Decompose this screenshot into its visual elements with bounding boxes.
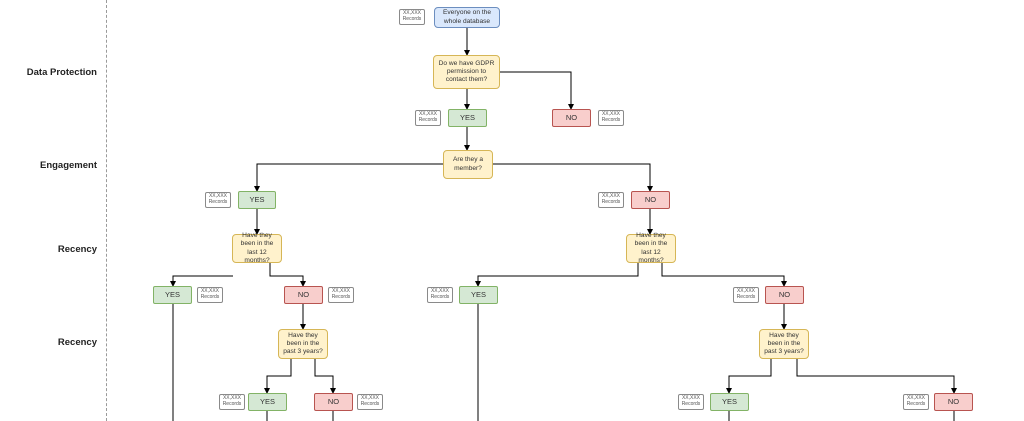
records-label: Records xyxy=(200,294,220,300)
records-count: XX,XXX xyxy=(736,288,756,295)
node-12m-right-no: NO xyxy=(765,286,804,304)
node-member-yes: YES xyxy=(238,191,276,209)
records-count: XX,XXX xyxy=(418,111,438,118)
records-count: XX,XXX xyxy=(601,111,621,118)
records-count: XX,XXX xyxy=(906,395,926,402)
records-count: XX,XXX xyxy=(331,288,351,295)
node-gdpr-no: NO xyxy=(552,109,591,127)
node-gdpr-question: Do we have GDPR permission to contact th… xyxy=(433,55,500,89)
node-12m-left-no: NO xyxy=(284,286,323,304)
records-label: Records xyxy=(736,294,756,300)
stage-label-engagement: Engagement xyxy=(39,160,97,171)
records-label: Records xyxy=(402,16,422,22)
connector-gdpr-to-no xyxy=(500,71,574,110)
records-label: Records xyxy=(681,401,701,407)
records-label: Records xyxy=(430,294,450,300)
connector-member-to-yes xyxy=(254,163,443,192)
node-gdpr-yes: YES xyxy=(448,109,487,127)
node-3y-right-yes: YES xyxy=(710,393,749,411)
records-label: Records xyxy=(601,117,621,123)
records-label: Records xyxy=(208,199,228,205)
connector-3y-right-to-yes xyxy=(726,359,772,394)
stage-divider xyxy=(106,0,107,421)
records-count: XX,XXX xyxy=(208,193,228,200)
node-12m-question-left: Have they been in the last 12 months? xyxy=(232,232,282,264)
records-count: XX,XXX xyxy=(601,193,621,200)
records-label: Records xyxy=(601,199,621,205)
node-3y-right-no: NO xyxy=(934,393,973,411)
records-count: XX,XXX xyxy=(402,10,422,17)
records-count: XX,XXX xyxy=(430,288,450,295)
node-3y-question-right: Have they been in the past 3 years? xyxy=(759,329,809,359)
node-12m-right-yes: YES xyxy=(459,286,498,304)
records-label: Records xyxy=(906,401,926,407)
connector-3y-left-to-no xyxy=(314,359,336,394)
records-count: XX,XXX xyxy=(681,395,701,402)
connector-3y-left-to-yes xyxy=(264,359,292,394)
node-3y-left-yes: YES xyxy=(248,393,287,411)
records-count: XX,XXX xyxy=(360,395,380,402)
connector-3y-right-to-no xyxy=(796,359,957,394)
connector-12m-left-to-yes xyxy=(170,275,233,287)
node-member-no: NO xyxy=(631,191,670,209)
records-label: Records xyxy=(222,401,242,407)
node-member-question: Are they a member? xyxy=(443,150,493,179)
connector-member-to-no xyxy=(493,163,653,192)
node-3y-question-left: Have they been in the past 3 years? xyxy=(278,329,328,359)
stage-label-recency-12-months: Recency xyxy=(57,244,97,255)
node-everyone: Everyone on the whole database xyxy=(434,7,500,28)
records-label: Records xyxy=(418,117,438,123)
records-label: Records xyxy=(360,401,380,407)
connector-12m-right-to-yes xyxy=(475,263,639,287)
node-12m-question-right: Have they been in the last 12 months? xyxy=(626,232,676,264)
records-count: XX,XXX xyxy=(222,395,242,402)
connector-12m-left-to-no xyxy=(269,263,306,287)
stage-label-recency-3-years: Recency xyxy=(57,337,97,348)
stage-label-data-protection: Data Protection xyxy=(26,67,97,78)
connector-12m-right-to-no xyxy=(661,263,787,287)
node-12m-left-yes: YES xyxy=(153,286,192,304)
node-3y-left-no: NO xyxy=(314,393,353,411)
records-count: XX,XXX xyxy=(200,288,220,295)
records-label: Records xyxy=(331,294,351,300)
